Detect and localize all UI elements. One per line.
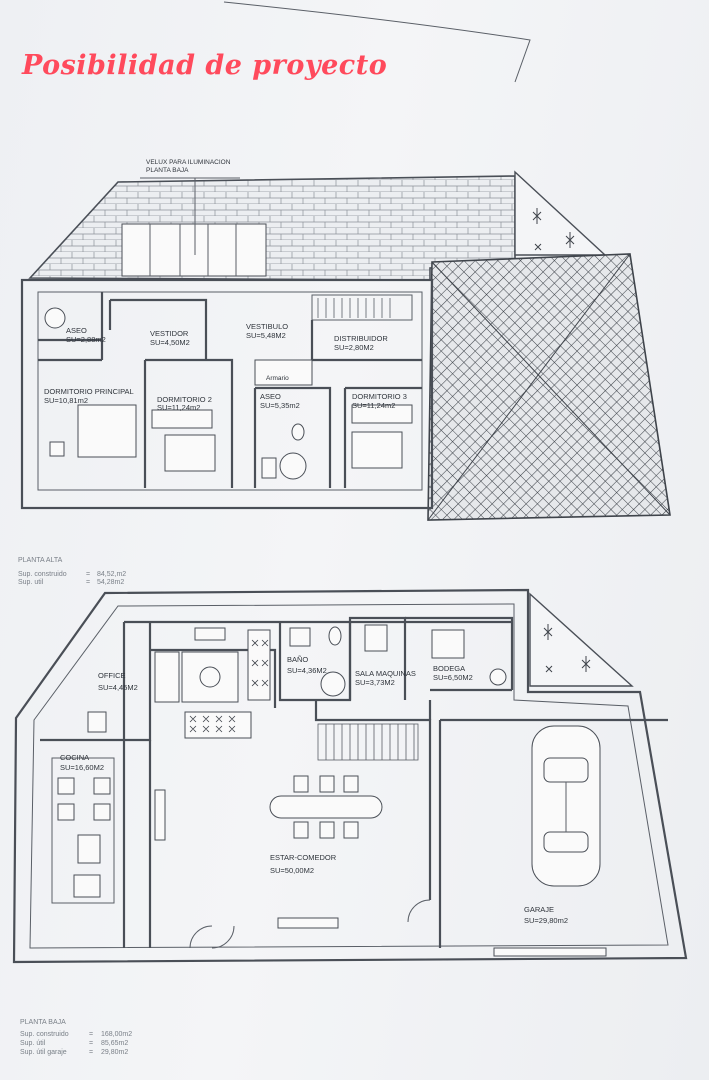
plant-icon	[532, 208, 575, 251]
upper-outer-wall	[20, 278, 434, 510]
car-icon	[531, 725, 601, 887]
lower-row3-label: Sup. útil garaje	[20, 1049, 67, 1056]
lower-row2-label: Sup. útil	[20, 1040, 46, 1047]
upper-stairs	[317, 298, 391, 318]
toilet-2	[291, 423, 305, 441]
shower-tray-2	[279, 452, 307, 480]
lower-stairs	[317, 723, 419, 761]
dorm2-name: DORMITORIO 2	[157, 395, 212, 404]
wardrobe	[254, 359, 313, 386]
sala-name: SALA MAQUINAS	[355, 669, 416, 678]
dorm-principal-area: SU=10,81m2	[44, 396, 88, 405]
office-area: SU=4,45M2	[98, 683, 138, 692]
lower-row3-value: 29,80m2	[101, 1049, 128, 1056]
upper-row1-eq: =	[86, 571, 90, 578]
kitchen-island	[51, 757, 115, 904]
lower-row2-eq: =	[89, 1040, 93, 1047]
cocina-area: SU=16,60M2	[60, 763, 104, 772]
upper-garden	[514, 170, 607, 256]
vestibulo-area: SU=5,48M2	[246, 331, 286, 340]
aseo2-area: SU=5,35m2	[260, 401, 300, 410]
bed-3	[351, 431, 403, 469]
lower-outer-wall	[12, 588, 688, 964]
armario-label: Armario	[266, 375, 289, 382]
plant-icon	[543, 624, 591, 673]
upper-summary-heading: PLANTA ALTA	[18, 557, 63, 564]
hob	[184, 711, 252, 739]
vestibulo-name: VESTIBULO	[246, 322, 288, 331]
lower-row2-value: 85,65m2	[101, 1040, 128, 1047]
garaje-area: SU=29,80m2	[524, 916, 568, 925]
upper-row2-value: 54,28m2	[97, 579, 124, 586]
lower-row3-eq: =	[89, 1049, 93, 1056]
shower-tray-lower	[320, 671, 346, 697]
aseo1-area: SU=2,88m2	[66, 335, 106, 344]
lower-garden	[529, 592, 634, 687]
lower-row1-value: 168,00m2	[101, 1031, 132, 1038]
boiler	[364, 624, 388, 652]
dorm3-name: DORMITORIO 3	[352, 392, 407, 401]
upper-floor-plan: VELUX PARA ILUMINACION PLANTA BAJA	[20, 159, 671, 521]
upper-row2-label: Sup. util	[18, 579, 44, 586]
bed-2	[164, 434, 216, 472]
bodega-name: BODEGA	[433, 664, 465, 673]
dorm2-area: SU=11,24m2	[157, 403, 200, 412]
upper-summary: PLANTA ALTA Sup. construido = 84,52,m2 S…	[18, 557, 126, 586]
garaje-name: GARAJE	[524, 905, 554, 914]
office-name: OFFICE	[98, 671, 126, 680]
estar-area: SU=50,00M2	[270, 866, 314, 875]
shower-tray-1	[44, 307, 66, 329]
lower-row1-eq: =	[89, 1031, 93, 1038]
distribuidor-name: DISTRIBUIDOR	[334, 334, 388, 343]
lower-row1-label: Sup. construido	[20, 1031, 69, 1038]
estar-name: ESTAR-COMEDOR	[270, 853, 337, 862]
bano-name: BAÑO	[287, 655, 308, 664]
site-boundary-line	[223, 1, 531, 83]
velux-windows	[121, 223, 267, 277]
velux-note-line1: VELUX PARA ILUMINACION	[146, 159, 231, 166]
entrance-door	[189, 925, 235, 949]
aseo1-name: ASEO	[66, 326, 87, 335]
lower-floor-plan: OFFICE SU=4,45M2 BAÑO SU=4,36M2 SALA MAQ…	[12, 588, 688, 964]
page-title: Posibilidad de proyecto	[21, 50, 387, 81]
velux-note-line2: PLANTA BAJA	[146, 167, 189, 174]
upper-row2-eq: =	[86, 579, 90, 586]
garage-door	[493, 947, 607, 957]
cocina-name: COCINA	[60, 753, 89, 762]
upper-row1-label: Sup. construido	[18, 571, 67, 578]
lower-summary: PLANTA BAJA Sup. construido = 168,00m2 S…	[20, 1019, 132, 1056]
dorm-principal-name: DORMITORIO PRINCIPAL	[44, 387, 134, 396]
aseo2-name: ASEO	[260, 392, 281, 401]
bodega-area: SU=6,50M2	[433, 673, 473, 682]
vestidor-name: VESTIDOR	[150, 329, 189, 338]
dining-table	[269, 795, 383, 819]
upper-row1-value: 84,52,m2	[97, 571, 126, 578]
dorm3-area: SU=11,24m2	[352, 401, 395, 410]
bed-master	[77, 404, 137, 458]
bano-area: SU=4,36M2	[287, 666, 327, 675]
distribuidor-area: SU=2,80M2	[334, 343, 374, 352]
sala-area: SU=3,73M2	[355, 678, 395, 687]
vestidor-area: SU=4,50M2	[150, 338, 190, 347]
lower-summary-heading: PLANTA BAJA	[20, 1019, 66, 1026]
